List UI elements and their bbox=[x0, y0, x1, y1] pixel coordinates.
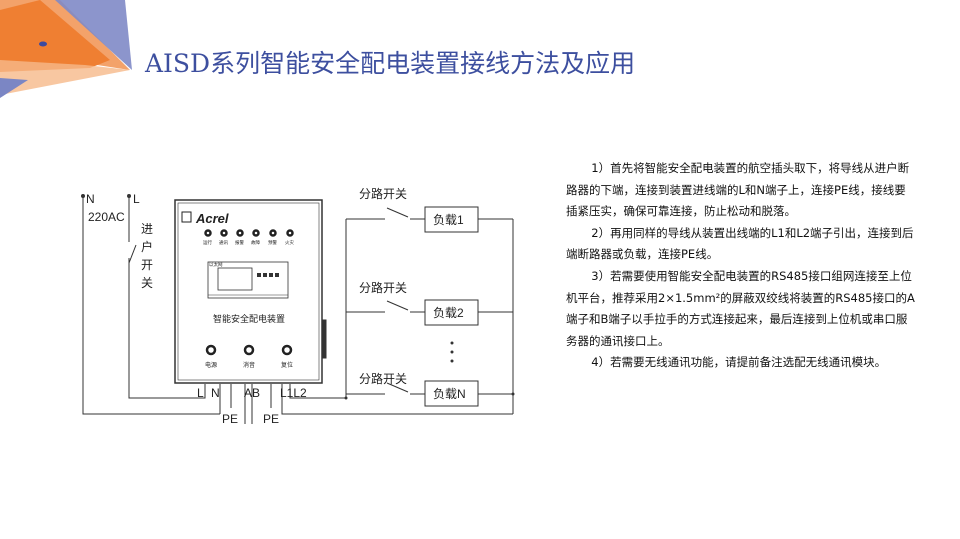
branch-switch-label: 分路开关 bbox=[359, 186, 407, 201]
instruction-4: 4）若需要无线通讯功能，请提前备注选配无线通讯模块。 bbox=[591, 355, 887, 370]
load-label: 负载1 bbox=[433, 213, 464, 227]
ellipsis-dot bbox=[450, 359, 454, 363]
instruction-1: 1）首先将智能安全配电装置的航空插头取下，将导线从进户断路器的下端，连接到装置进… bbox=[566, 161, 910, 219]
device-name: 智能安全配电装置 bbox=[213, 313, 285, 324]
instructions: 1）首先将智能安全配电装置的航空插头取下，将导线从进户断路器的下端，连接到装置进… bbox=[566, 158, 916, 374]
load-label: 负载2 bbox=[433, 306, 464, 320]
power-button-label: 电源 bbox=[205, 361, 217, 369]
branch-switch-label: 分路开关 bbox=[359, 280, 407, 295]
terminal-l: L bbox=[197, 386, 204, 400]
terminal-n: N bbox=[211, 386, 220, 400]
load-label: 负载N bbox=[433, 387, 466, 401]
indicator-label: 火灾 bbox=[285, 239, 294, 246]
display-label: 以太网 bbox=[209, 261, 223, 268]
indicator-label: 通讯 bbox=[219, 239, 228, 246]
l1-wire bbox=[281, 384, 513, 415]
terminal-ab: AB bbox=[244, 386, 260, 400]
indicator-label: 报警 bbox=[235, 239, 244, 246]
device-box bbox=[174, 199, 323, 384]
l-label: L bbox=[133, 192, 140, 206]
instruction-2: 2）再用同样的导线从装置出线端的L1和L2端子引出，连接到后端断路器或负载，连接… bbox=[566, 225, 914, 262]
reset-button-label: 复位 bbox=[281, 361, 293, 369]
main-switch-label: 进 bbox=[141, 222, 153, 236]
main-switch-blade bbox=[128, 244, 137, 264]
instruction-3: 3）若需要使用智能安全配电装置的RS485接口组网连接至上位机平台，推荐采用2×… bbox=[566, 268, 915, 348]
indicator-label: 运行 bbox=[203, 239, 212, 246]
main-switch-label: 关 bbox=[141, 276, 153, 290]
n-wire bbox=[82, 196, 220, 415]
ellipsis-dot bbox=[450, 341, 454, 345]
l-wire-bottom bbox=[128, 258, 206, 399]
terminal-pe: PE bbox=[222, 412, 238, 426]
l2-wire bbox=[289, 384, 346, 399]
page-title: AISD系列智能安全配电装置接线方法及应用 bbox=[145, 49, 636, 78]
n-label: N bbox=[86, 192, 95, 206]
main-switch-label: 户 bbox=[141, 239, 153, 254]
indicator-label: 故障 bbox=[251, 239, 260, 246]
brand-logo: Acrel bbox=[195, 211, 229, 226]
terminal-pe: PE bbox=[263, 412, 279, 426]
ellipsis-dot bbox=[450, 350, 454, 354]
mute-button-label: 消音 bbox=[243, 361, 255, 369]
main-switch-label: 开 bbox=[141, 258, 153, 272]
terminal-l1l2: L1L2 bbox=[280, 386, 307, 400]
indicator-label: 预警 bbox=[268, 239, 277, 246]
corner-decoration bbox=[0, 0, 132, 98]
branch-switch-label: 分路开关 bbox=[359, 371, 407, 386]
device-display bbox=[207, 261, 289, 299]
voltage-label: 220AC bbox=[88, 210, 125, 224]
